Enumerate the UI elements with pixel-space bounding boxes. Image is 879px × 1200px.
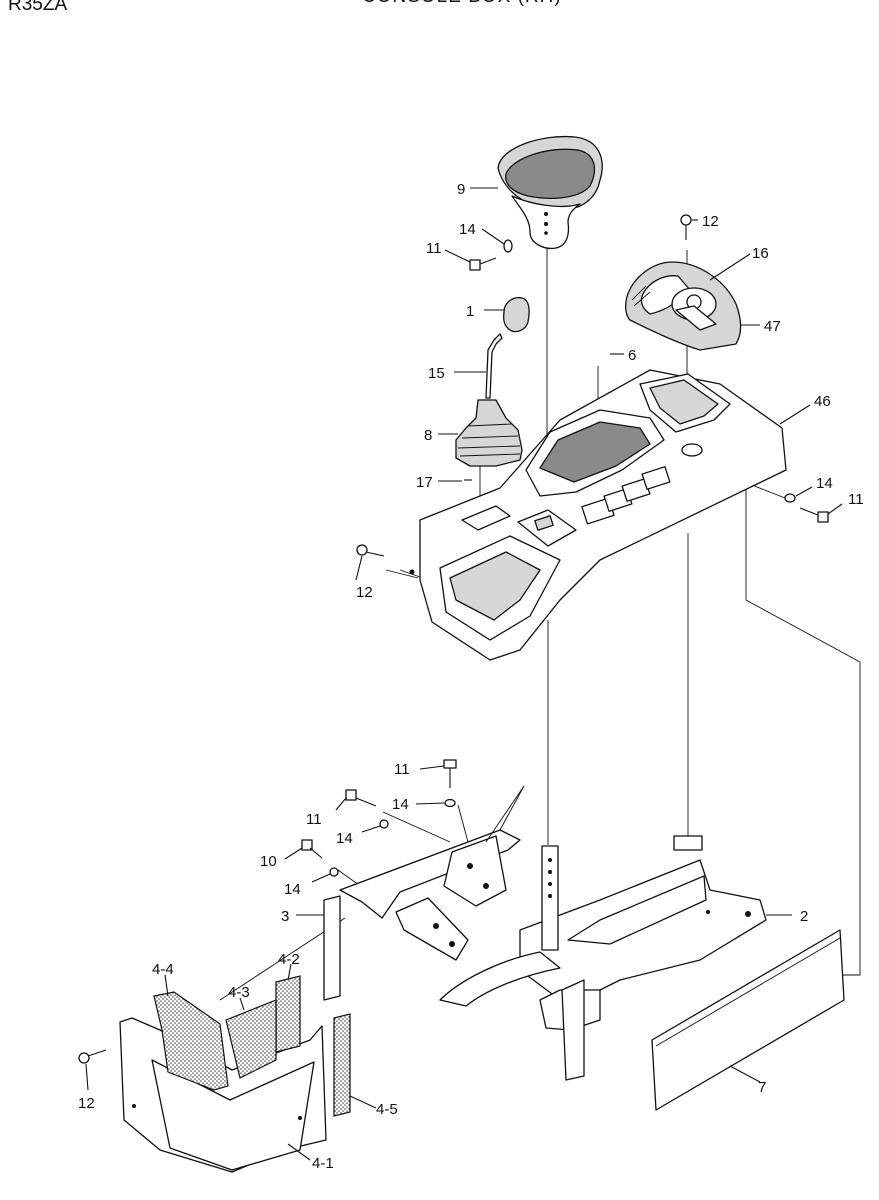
part-15-lever [485,333,503,399]
callout-14-c: 14 [392,796,409,813]
callout-11-c: 11 [394,761,410,778]
callout-12-b: 12 [356,584,373,601]
callout-12-c: 12 [78,1095,95,1112]
part-1-knob [503,296,530,333]
model-code: R35ZA [8,0,68,15]
callout-7: 7 [758,1079,766,1096]
callout-11-b: 11 [848,491,864,508]
callout-4-1: 4-1 [312,1155,334,1172]
callout-8: 8 [424,427,432,444]
callout-9: 9 [457,181,465,198]
part-7-side-cover [651,929,845,1111]
callout-1: 1 [466,303,474,320]
callout-3: 3 [281,908,289,925]
callout-15: 15 [428,365,445,382]
callout-14-e: 14 [284,881,301,898]
callout-11-d: 11 [306,811,322,828]
callout-4-4: 4-4 [152,961,174,978]
part-16-switch-housing [624,261,742,351]
callout-14-b: 14 [816,475,833,492]
part-4-4-pad [153,991,229,1091]
callout-14-a: 14 [459,221,476,238]
callout-labels: 9 14 11 12 16 47 1 15 6 8 17 46 14 11 12… [78,181,864,1172]
leader-lines [85,187,843,1161]
callout-46: 46 [814,393,831,410]
callout-17: 17 [416,474,433,491]
fasteners [78,214,829,1064]
part-4-5-strip [333,1013,351,1117]
callout-12-a: 12 [702,213,719,230]
part-4-3-pad [225,999,277,1079]
callout-11-a: 11 [426,240,442,257]
part-8-boot [455,399,523,467]
part-3-bracket [323,785,525,1001]
callout-10: 10 [260,853,277,870]
callout-4-5: 4-5 [376,1101,398,1118]
callout-6: 6 [628,347,636,364]
part-2-frame [439,835,767,1081]
part-9-lever-grip [497,135,603,250]
callout-16: 16 [752,245,769,262]
callout-4-3: 4-3 [228,984,250,1001]
part-4-2-pad [275,975,301,1053]
page-title: CONSOLE BOX (RH) [362,0,562,8]
callout-2: 2 [800,908,808,925]
callout-14-d: 14 [336,830,353,847]
callout-47: 47 [764,318,781,335]
part-46-console-cover [409,369,787,661]
callout-4-2: 4-2 [278,951,300,968]
